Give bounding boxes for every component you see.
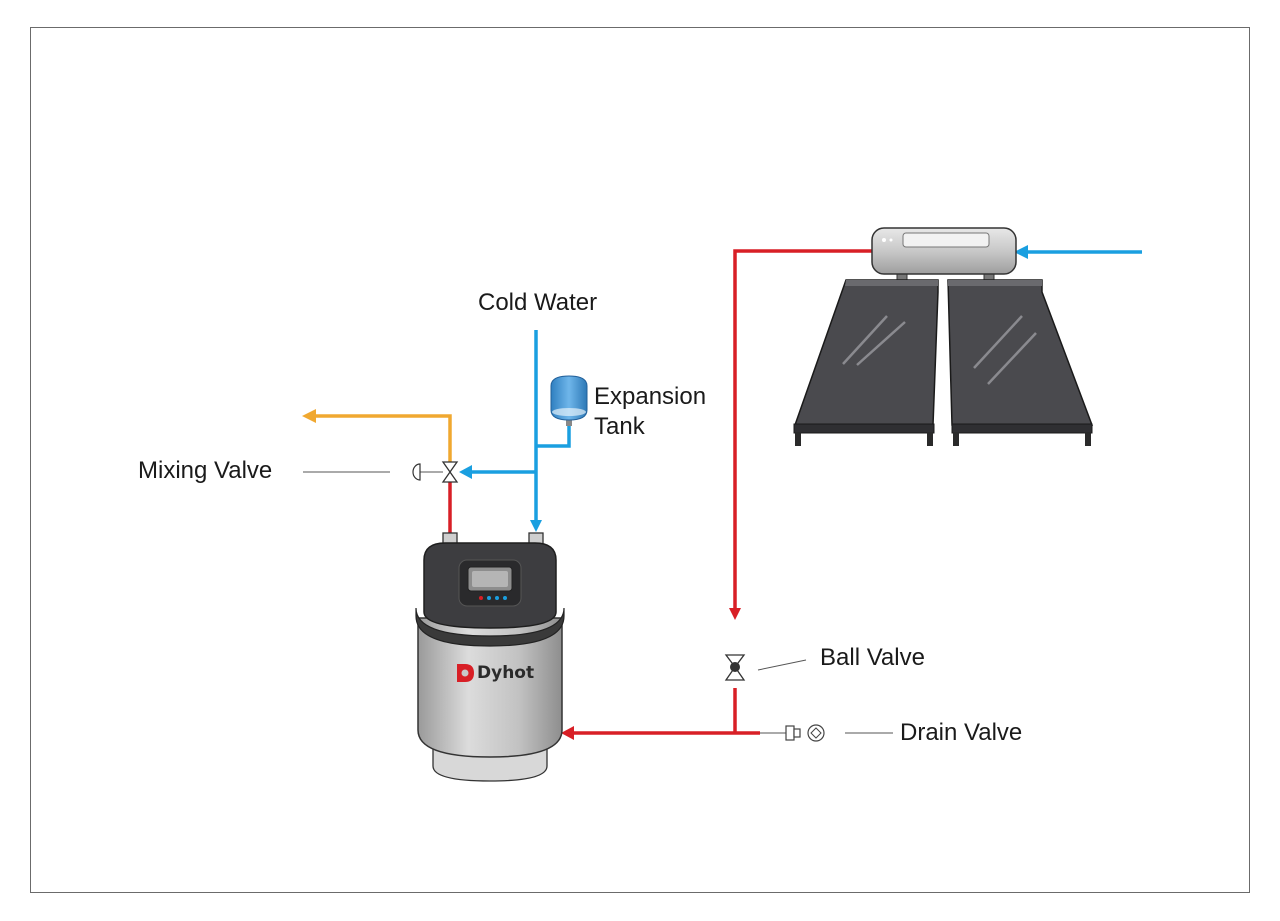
- hot-flow-arrow-left: [561, 726, 574, 740]
- brand-logo-text: Dyhot: [477, 663, 535, 683]
- expansion-tank: [550, 375, 588, 426]
- hot-flow-arrow-down: [729, 608, 741, 620]
- ball-valve-symbol: [724, 654, 807, 681]
- diagram-frame: [30, 27, 1250, 893]
- drain-valve-symbol: [760, 724, 893, 742]
- hot-water-pipe: [448, 249, 872, 735]
- expansion-tank-label-line2: Tank: [594, 413, 645, 440]
- drain-valve-label: Drain Valve: [900, 719, 1023, 746]
- cold-water-pipe: [470, 250, 1142, 522]
- mixing-valve-symbol: [303, 461, 459, 483]
- solar-water-heater: [793, 227, 1094, 446]
- cold-flow-arrow-down: [530, 520, 542, 532]
- cold-water-label: Cold Water: [478, 289, 598, 316]
- cold-inlet-arrow: [1014, 245, 1028, 259]
- mixed-flow-arrow: [302, 409, 316, 423]
- mixing-valve-label: Mixing Valve: [138, 457, 273, 484]
- cold-flow-arrow-left: [459, 465, 472, 479]
- mixed-water-pipe: [314, 414, 452, 462]
- ball-valve-label: Ball Valve: [820, 644, 925, 671]
- water-heater-tank: [415, 532, 565, 782]
- expansion-tank-label-line1: Expansion: [594, 383, 707, 410]
